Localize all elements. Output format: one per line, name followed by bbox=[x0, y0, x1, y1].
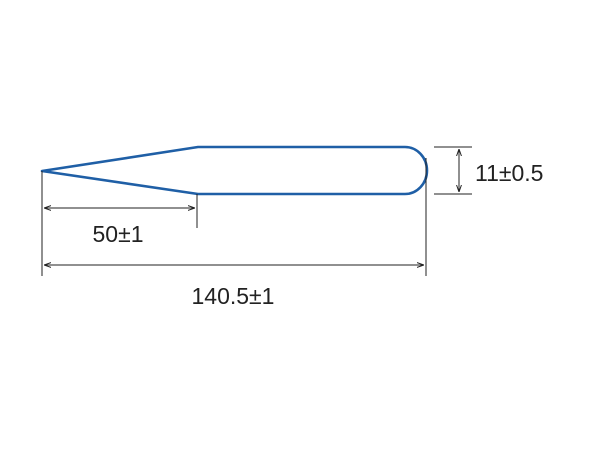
diameter-label: 11±0.5 bbox=[475, 160, 543, 186]
total-length-label: 140.5±1 bbox=[192, 283, 275, 309]
taper-length-label: 50±1 bbox=[93, 221, 144, 247]
part-outline bbox=[40, 145, 429, 196]
